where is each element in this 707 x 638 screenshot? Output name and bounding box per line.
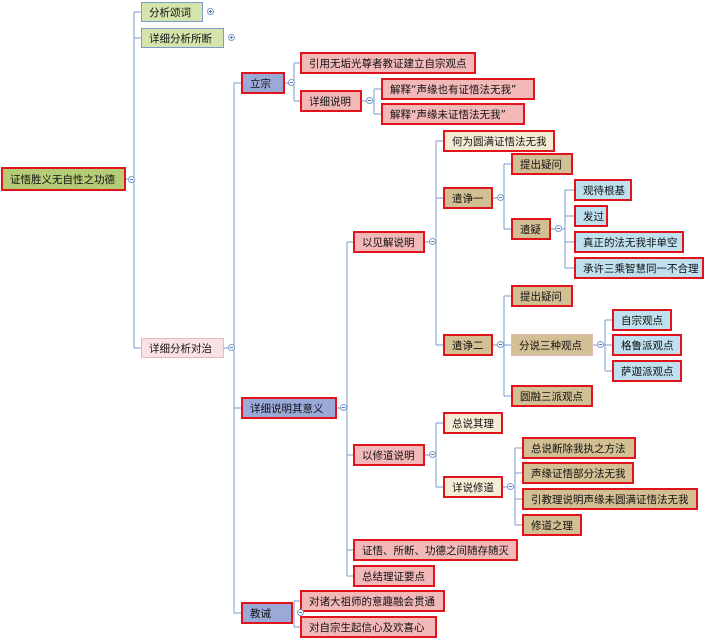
node-masters-synthesis[interactable]: 对诸大祖师的意趣融会贯通 <box>300 590 445 612</box>
node-detailed-analysis[interactable]: 详细分析所断 <box>141 28 224 48</box>
node-raise-doubt-2[interactable]: 提出疑问 <box>511 285 573 307</box>
node-resolve-doubt[interactable]: 遣疑 <box>511 218 551 240</box>
node-practice-method[interactable]: 总说断除我执之方法 <box>522 437 636 459</box>
node-fault[interactable]: 发过 <box>574 205 608 227</box>
node-partial-selflessness[interactable]: 声缘证悟部分法无我 <box>522 462 634 484</box>
collapse-icon-view-explain[interactable] <box>429 238 436 245</box>
collapse-icon-practice-detail[interactable] <box>507 483 514 490</box>
node-practice-summary[interactable]: 总说其理 <box>443 412 503 434</box>
node-lizong-quote[interactable]: 引用无垢光尊者教证建立自宗观点 <box>300 52 476 74</box>
node-teaching[interactable]: 教诫 <box>241 602 293 624</box>
node-sakya-view[interactable]: 萨迦派观点 <box>612 360 682 382</box>
collapse-icon-detail-meaning[interactable] <box>340 404 347 411</box>
collapse-icon-root[interactable] <box>128 176 135 183</box>
node-lizong[interactable]: 立宗 <box>241 72 285 94</box>
expand-icon-song-analysis[interactable] <box>207 8 214 15</box>
collapse-icon-detailed-remedy[interactable] <box>228 344 235 351</box>
node-lizong-detail[interactable]: 详细说明 <box>300 90 362 112</box>
node-refute-two[interactable]: 遣诤二 <box>443 334 493 356</box>
collapse-icon-lizong-detail[interactable] <box>366 97 373 104</box>
node-perfect-realization[interactable]: 何为圆满证悟法无我 <box>443 130 555 152</box>
node-view-explain[interactable]: 以见解说明 <box>353 231 425 253</box>
node-observe-capacity[interactable]: 观待根基 <box>574 179 632 201</box>
collapse-icon-practice-explain[interactable] <box>429 451 436 458</box>
node-true-selflessness[interactable]: 真正的法无我非单空 <box>574 231 684 253</box>
node-detailed-remedy[interactable]: 详细分析对治 <box>141 338 224 358</box>
node-coexist[interactable]: 证悟、所断、功德之间随存随灭 <box>353 539 518 561</box>
node-merge-three[interactable]: 圆融三派观点 <box>511 385 593 407</box>
collapse-icon-resolve-doubt[interactable] <box>555 225 562 232</box>
node-raise-doubt-1[interactable]: 提出疑问 <box>511 153 573 175</box>
node-practice-explain[interactable]: 以修道说明 <box>353 444 425 466</box>
node-practice-detail[interactable]: 详说修道 <box>443 476 503 498</box>
node-summary-key[interactable]: 总结理证要点 <box>353 565 435 587</box>
node-path-principle[interactable]: 修道之理 <box>522 514 582 536</box>
root-node[interactable]: 证悟胜义无自性之功德 <box>1 167 126 191</box>
node-reasoning-incomplete[interactable]: 引教理说明声缘未圆满证悟法无我 <box>522 488 698 510</box>
node-gelug-view[interactable]: 格鲁派观点 <box>612 334 682 356</box>
node-three-views[interactable]: 分说三种观点 <box>511 334 593 356</box>
node-explain-b[interactable]: 解释“声缘未证悟法无我” <box>381 103 525 125</box>
node-refute-one[interactable]: 遣诤一 <box>443 187 493 209</box>
collapse-icon-lizong[interactable] <box>288 79 295 86</box>
collapse-icon-teaching[interactable] <box>297 609 304 616</box>
expand-icon-detailed-analysis[interactable] <box>228 34 235 41</box>
node-song-analysis[interactable]: 分析颂词 <box>141 2 203 22</box>
node-faith-joy[interactable]: 对自宗生起信心及欢喜心 <box>300 616 437 638</box>
collapse-icon-refute-one[interactable] <box>497 194 504 201</box>
collapse-icon-refute-two[interactable] <box>497 341 504 348</box>
node-explain-a[interactable]: 解释“声缘也有证悟法无我” <box>381 78 535 100</box>
collapse-icon-three-views[interactable] <box>597 341 604 348</box>
node-detail-meaning[interactable]: 详细说明其意义 <box>241 397 337 419</box>
node-three-vehicles[interactable]: 承许三乘智慧同一不合理 <box>574 257 704 279</box>
node-own-view[interactable]: 自宗观点 <box>612 309 672 331</box>
